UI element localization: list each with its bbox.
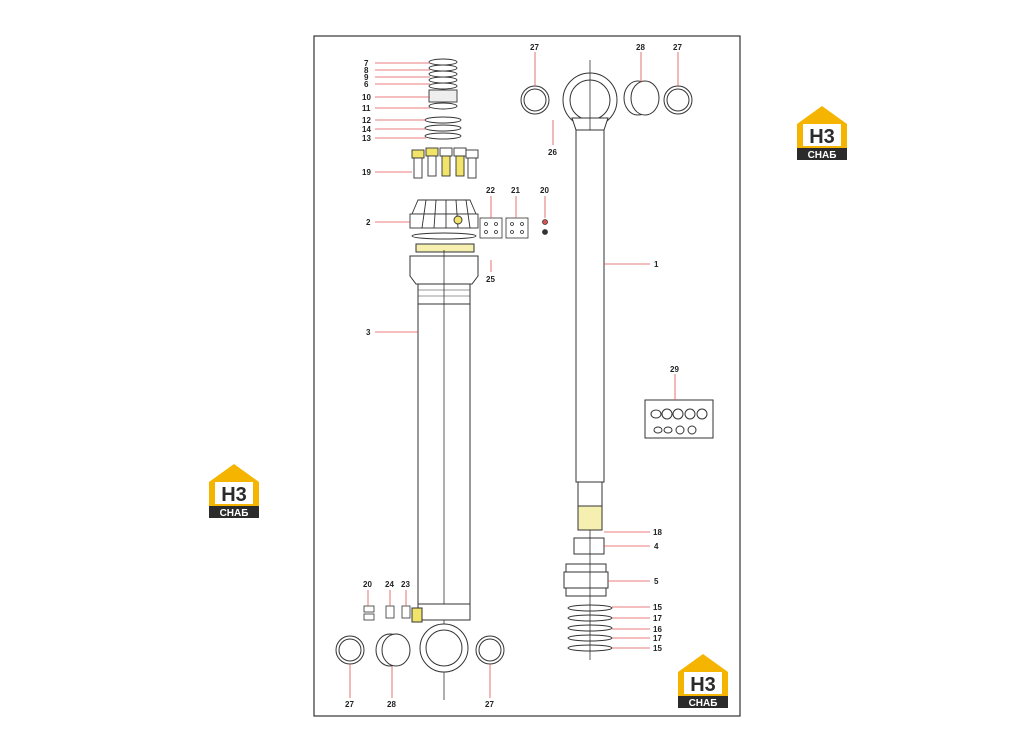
logo-brand: СНАБ [689, 698, 718, 709]
callout-4: 4 [654, 542, 659, 551]
callout-18: 18 [653, 528, 662, 537]
callout-23: 23 [401, 580, 410, 589]
seal-kit [644, 399, 714, 439]
callout-24: 24 [385, 580, 394, 589]
callout-15-b: 15 [653, 644, 662, 653]
callout-27-bottom-right: 27 [485, 700, 494, 709]
callout-labels: 7 8 9 6 10 11 12 14 13 19 2 22 21 20 25 … [345, 43, 682, 709]
callout-14: 14 [362, 125, 371, 134]
piston-parts [563, 530, 613, 660]
logo-letters: H3 [221, 484, 247, 506]
callout-28-bottom: 28 [387, 700, 396, 709]
callout-28-top: 28 [636, 43, 645, 52]
callout-6: 6 [364, 80, 369, 89]
callout-12: 12 [362, 116, 371, 125]
callout-19: 19 [362, 168, 371, 177]
callout-3: 3 [366, 328, 371, 337]
callout-21: 21 [511, 186, 520, 195]
callout-16: 16 [653, 625, 662, 634]
diagram-frame [313, 35, 741, 717]
callout-27-top-right: 27 [673, 43, 682, 52]
callout-20-bottom: 20 [363, 580, 372, 589]
callout-15-a: 15 [653, 603, 662, 612]
callout-7: 7 [364, 59, 369, 68]
bushings-right [520, 80, 693, 116]
callout-17-b: 17 [653, 634, 662, 643]
cylinder-head [409, 199, 479, 240]
piston-rod [575, 129, 605, 531]
callout-22: 22 [486, 186, 495, 195]
callout-13: 13 [362, 134, 371, 143]
callout-27-top-left: 27 [530, 43, 539, 52]
callout-1: 1 [654, 260, 659, 269]
logo-watermark-bottom: H3 СНАБ [672, 652, 734, 710]
callout-11: 11 [362, 104, 371, 113]
callout-10: 10 [362, 93, 371, 102]
bushings-left [335, 633, 505, 667]
bolts [411, 147, 479, 179]
seal-stack [424, 58, 462, 140]
logo-letters: H3 [690, 674, 716, 696]
callout-17-a: 17 [653, 614, 662, 623]
callout-29: 29 [670, 365, 679, 374]
logo-brand: СНАБ [808, 150, 837, 161]
cylinder-tube [409, 243, 479, 700]
rod-eye [562, 60, 618, 510]
callout-27-bottom-left: 27 [345, 700, 354, 709]
callout-5: 5 [654, 577, 659, 586]
callout-25: 25 [486, 275, 495, 284]
callout-8: 8 [364, 66, 369, 75]
logo-brand: СНАБ [220, 508, 249, 519]
logo-watermark-left: H3 СНАБ [203, 462, 265, 520]
tube-end-eye [411, 603, 471, 673]
leader-lines [349, 52, 679, 698]
logo-watermark-right: H3 СНАБ [791, 104, 853, 162]
callout-26: 26 [548, 148, 557, 157]
logo-letters: H3 [809, 126, 835, 148]
callout-9: 9 [364, 73, 369, 82]
callout-2: 2 [366, 218, 371, 227]
callout-20: 20 [540, 186, 549, 195]
grease-fittings [363, 605, 411, 621]
